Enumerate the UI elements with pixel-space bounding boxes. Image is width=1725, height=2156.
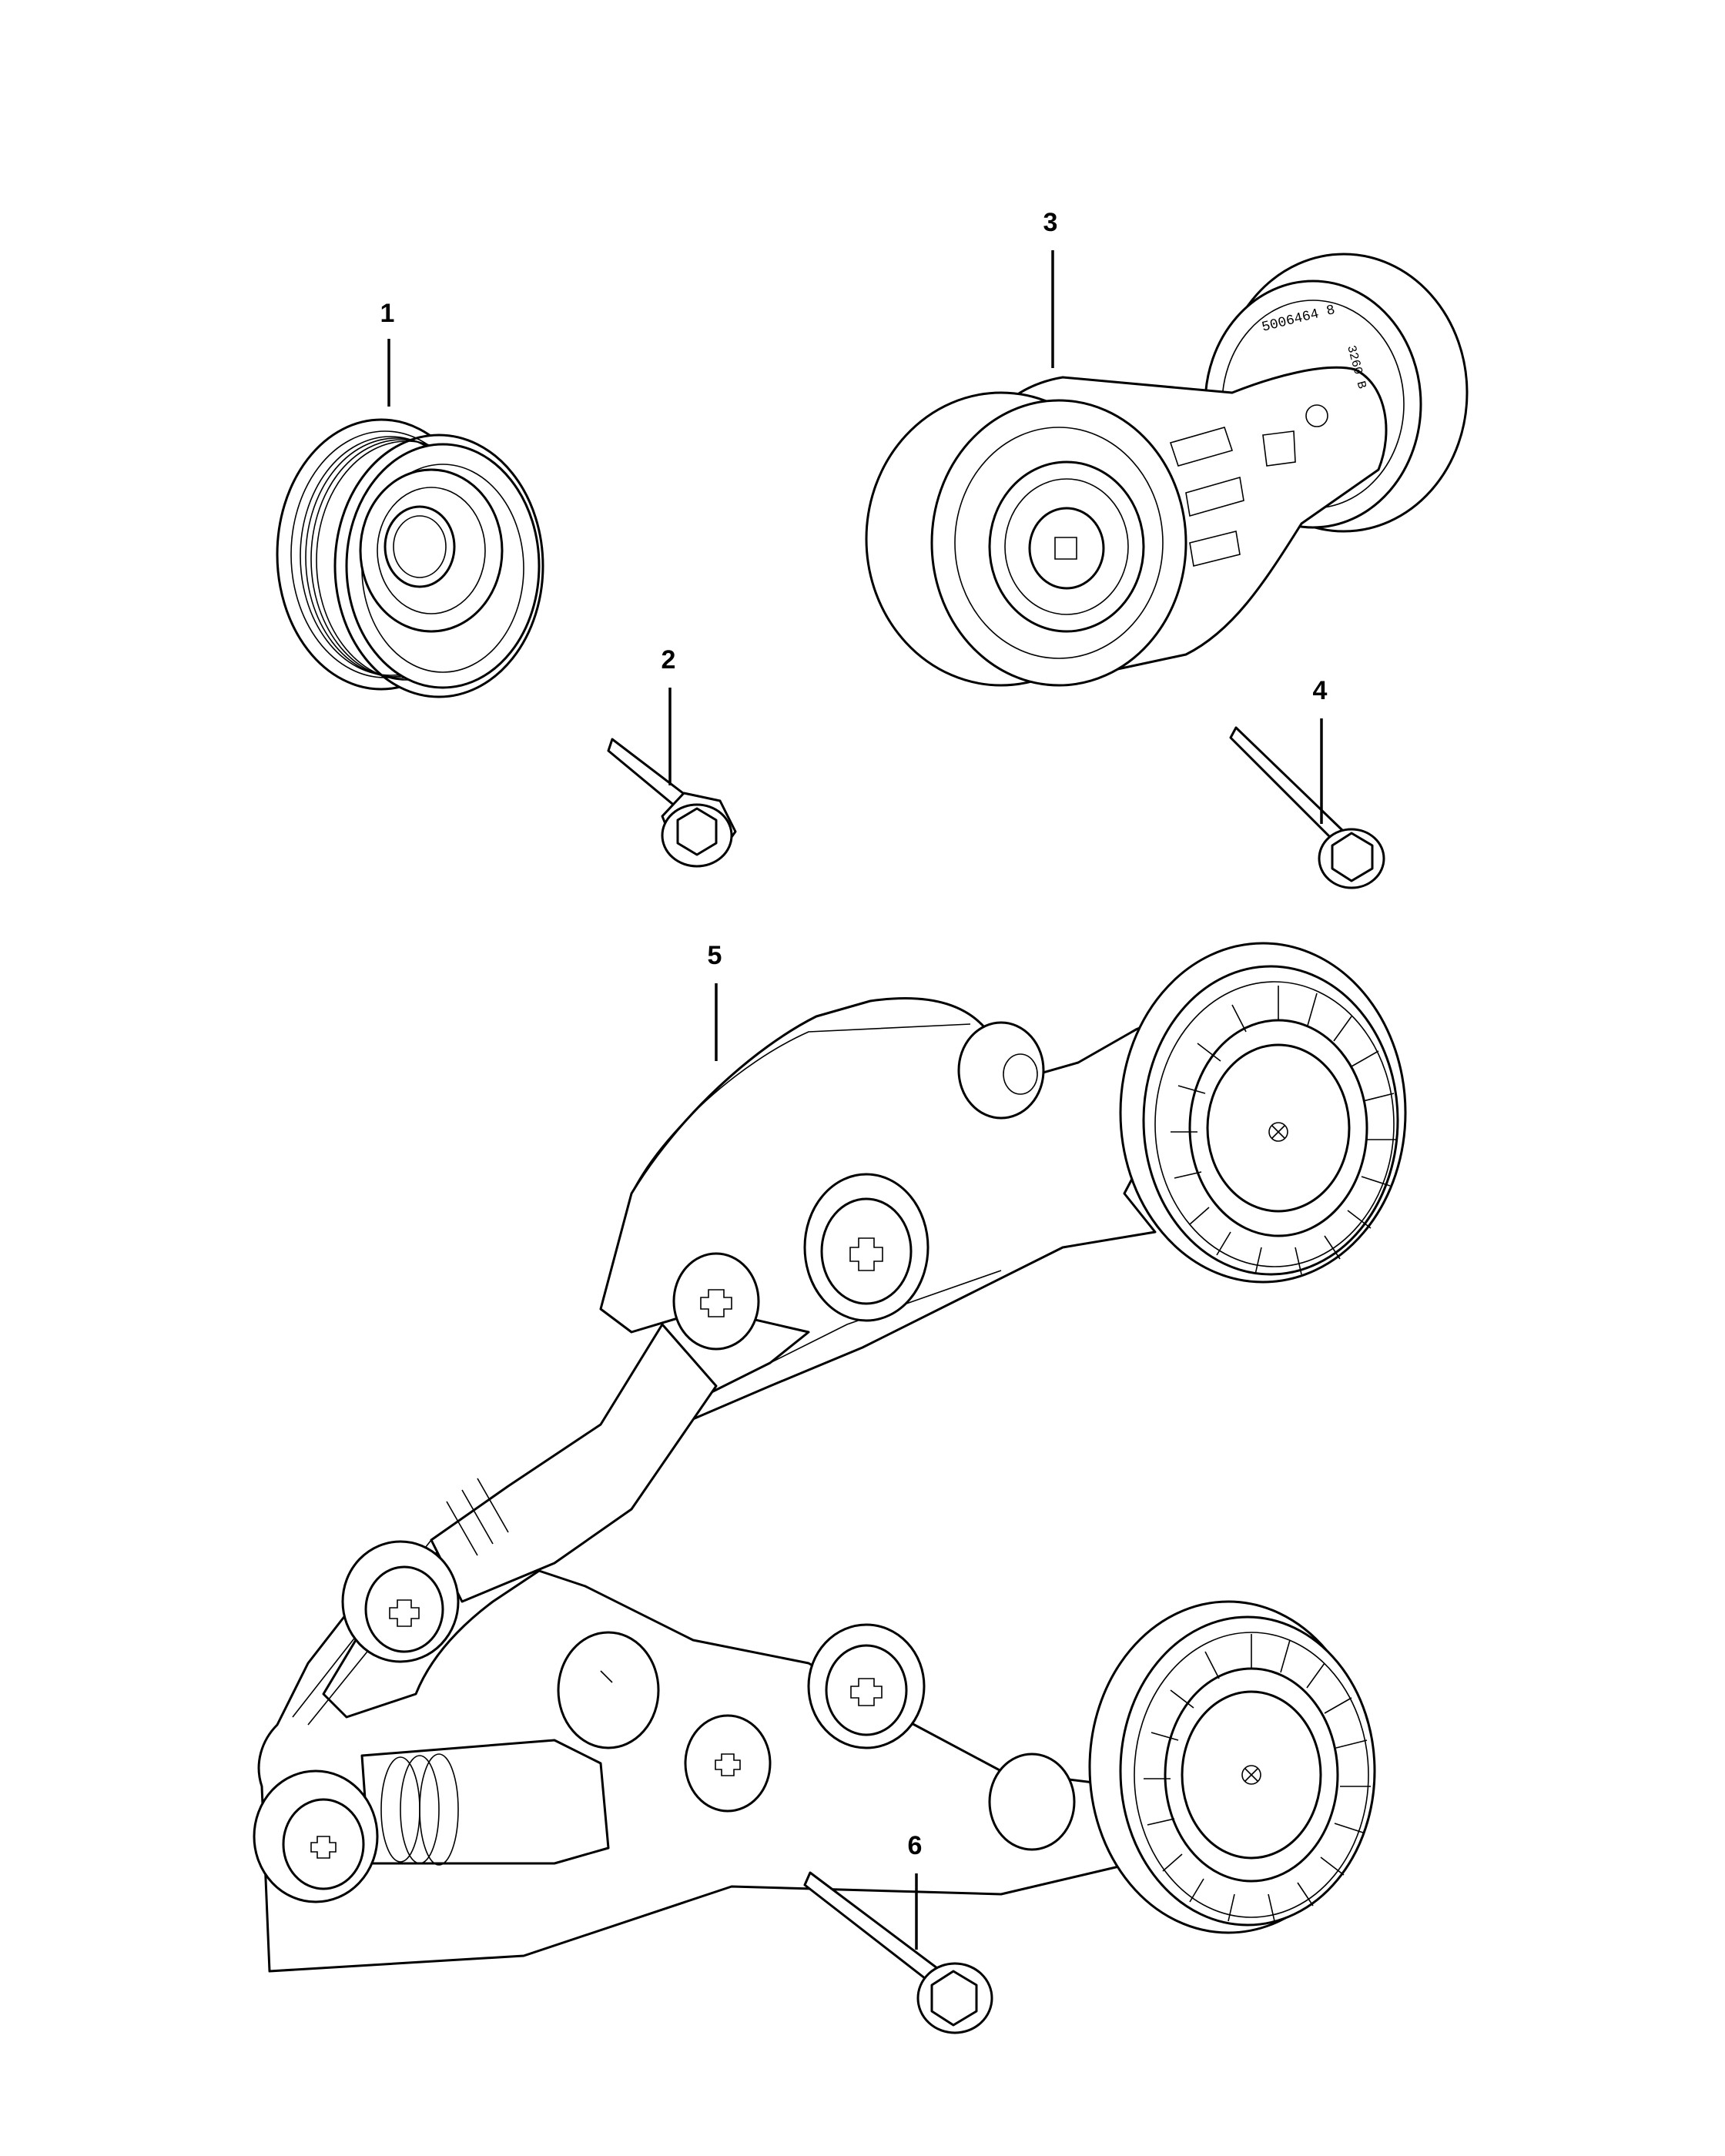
part-3-belt-tensioner: 5006464 8 3260 B xyxy=(865,253,1469,687)
part-2-bolt xyxy=(607,738,737,868)
callout-2-label: 2 xyxy=(662,645,676,675)
callout-3-label: 3 xyxy=(1043,208,1058,237)
callout-6-label: 6 xyxy=(908,1831,923,1860)
callout-1-label: 1 xyxy=(380,299,395,328)
part-5-tensioner-bracket-assembly xyxy=(253,942,1407,1973)
part-6-bolt xyxy=(803,1871,993,2034)
part-4-bolt xyxy=(1229,726,1385,889)
callout-5-label: 5 xyxy=(708,941,722,970)
callout-4-label: 4 xyxy=(1313,676,1328,705)
part-1-idler-pulley xyxy=(276,418,544,698)
